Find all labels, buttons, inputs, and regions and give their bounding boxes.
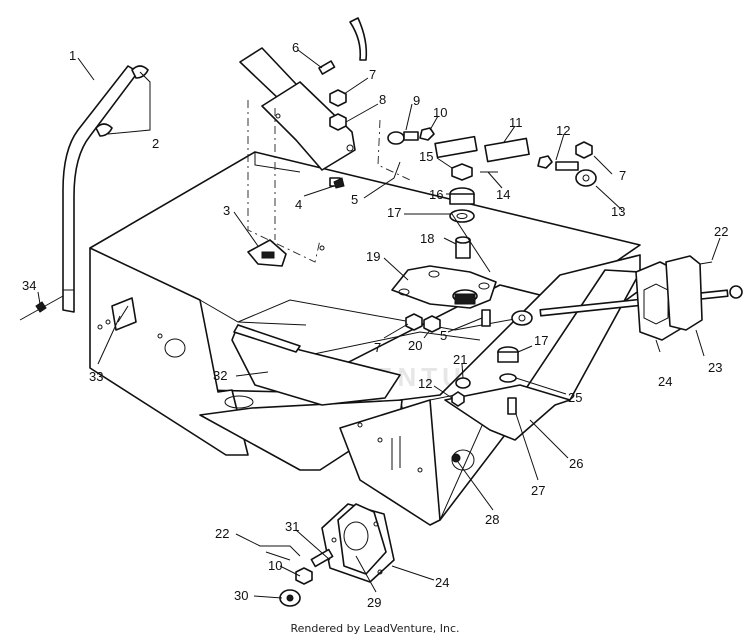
callout-labels: 1 2 3 4 5 5 6 7 7 7 8 9 10 10 11 12 12 1…: [22, 40, 728, 610]
callout-34: 34: [22, 278, 36, 293]
callout-29: 29: [367, 595, 381, 610]
callout-3: 3: [223, 203, 230, 218]
hardware-small: [19, 177, 517, 463]
callout-24-right: 24: [658, 374, 672, 389]
callout-7-lower: 7: [374, 340, 381, 355]
callout-33: 33: [89, 369, 103, 384]
callout-11: 11: [509, 115, 523, 130]
callout-2: 2: [152, 136, 159, 151]
callout-23: 23: [708, 360, 722, 375]
callout-6: 6: [292, 40, 299, 55]
callout-12-lower: 12: [418, 376, 432, 391]
callout-20: 20: [408, 338, 422, 353]
callout-27: 27: [531, 483, 545, 498]
callout-28: 28: [485, 512, 499, 527]
tie-rod-right: [497, 255, 743, 383]
callout-18: 18: [420, 231, 434, 246]
callout-19: 19: [366, 249, 380, 264]
callout-16: 16: [429, 187, 443, 202]
callout-32: 32: [213, 368, 227, 383]
callout-17-upper: 17: [387, 205, 401, 220]
callout-26: 26: [569, 456, 583, 471]
leader-lines: [37, 49, 721, 599]
callout-10-top: 10: [433, 105, 447, 120]
render-credit: Rendered by LeadVenture, Inc.: [290, 622, 460, 635]
callout-24-bottom: 24: [435, 575, 449, 590]
steering-column: [62, 65, 139, 313]
clip-part-2: [95, 65, 149, 137]
callout-22-left: 22: [215, 526, 229, 541]
callout-25: 25: [568, 390, 582, 405]
callout-13: 13: [611, 204, 625, 219]
callout-7-right: 7: [619, 168, 626, 183]
callout-17-lower: 17: [534, 333, 548, 348]
lower-left-linkage: [265, 436, 401, 607]
callout-4: 4: [295, 197, 302, 212]
callout-1: 1: [69, 48, 76, 63]
callout-8: 8: [379, 92, 386, 107]
callout-12-top: 12: [556, 123, 570, 138]
frame-assembly: [89, 151, 641, 526]
callout-14: 14: [496, 187, 510, 202]
callout-21: 21: [453, 352, 467, 367]
callout-22-right: 22: [714, 224, 728, 239]
callout-7-top: 7: [369, 67, 376, 82]
callout-15: 15: [419, 149, 433, 164]
upper-lever-assembly: [239, 17, 411, 263]
callout-30: 30: [234, 588, 248, 603]
callout-10-bottom: 10: [268, 558, 282, 573]
linkage-rod-assembly: [387, 127, 597, 187]
callout-5-lower: 5: [440, 328, 447, 343]
callout-9: 9: [413, 93, 420, 108]
callout-5-upper: 5: [351, 192, 358, 207]
callout-31: 31: [285, 519, 299, 534]
pivot-stack: [391, 163, 497, 333]
